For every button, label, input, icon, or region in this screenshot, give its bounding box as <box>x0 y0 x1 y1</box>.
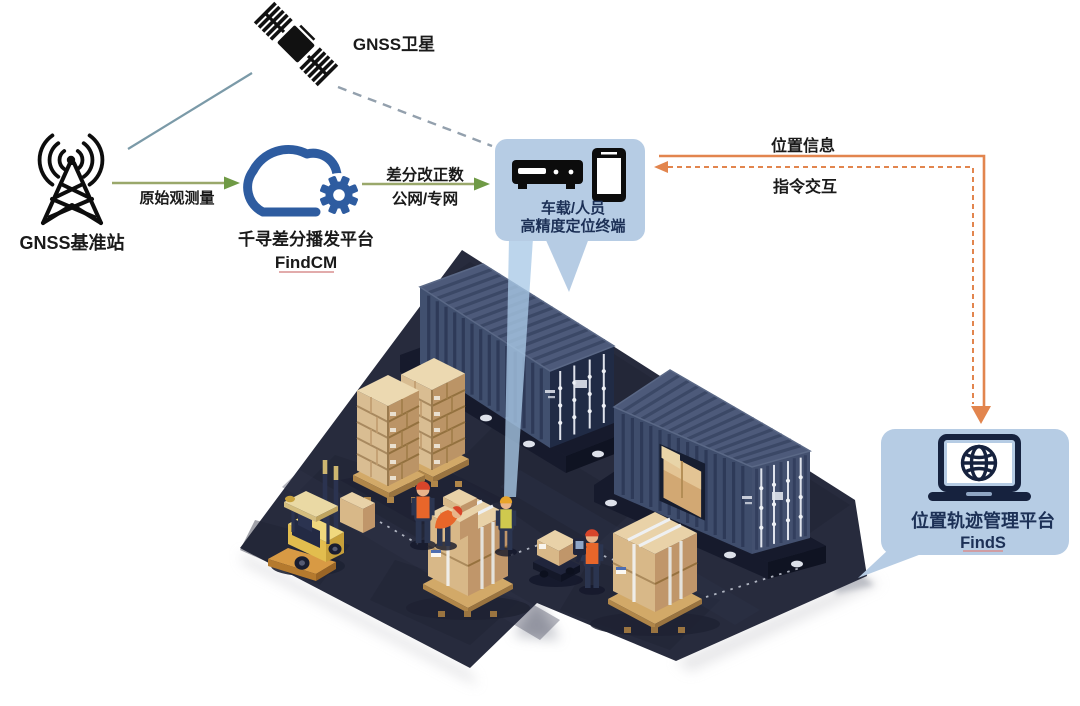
svg-text:GNSS卫星: GNSS卫星 <box>353 35 435 54</box>
svg-text:差分改正数: 差分改正数 <box>386 165 464 184</box>
svg-text:车载/人员: 车载/人员 <box>541 199 605 217</box>
svg-text:指令交互: 指令交互 <box>773 177 837 196</box>
svg-text:位置轨迹管理平台: 位置轨迹管理平台 <box>911 510 1055 531</box>
svg-text:公网/专网: 公网/专网 <box>392 189 458 208</box>
svg-text:FindS: FindS <box>960 534 1006 552</box>
svg-text:高精度定位终端: 高精度定位终端 <box>520 217 625 235</box>
svg-text:GNSS基准站: GNSS基准站 <box>19 232 124 253</box>
svg-text:原始观测量: 原始观测量 <box>139 189 214 207</box>
svg-text:FindCM: FindCM <box>275 253 337 272</box>
svg-text:千寻差分播发平台: 千寻差分播发平台 <box>238 229 374 249</box>
svg-text:位置信息: 位置信息 <box>771 136 835 155</box>
